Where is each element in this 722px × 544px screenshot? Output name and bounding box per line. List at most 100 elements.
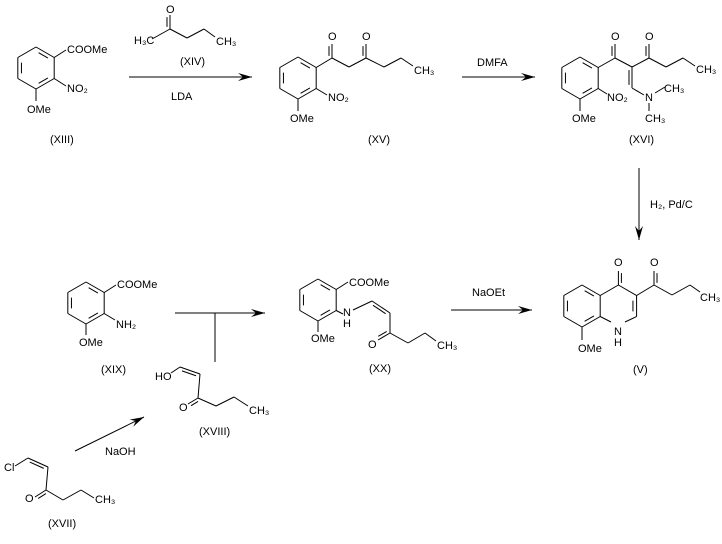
aromatic-bond: [584, 315, 595, 322]
ring-bond: [67, 313, 87, 325]
ring-bond: [581, 316, 601, 328]
compound-v: O O CH₃ N H OMe (V): [578, 257, 720, 376]
oxygen-atom: O: [179, 402, 188, 414]
arrowhead-icon: [521, 73, 535, 81]
oxygen-atom: O: [362, 31, 371, 43]
bond: [653, 284, 673, 296]
nitro-group: NO₂: [607, 92, 628, 104]
double-bond: [378, 331, 387, 337]
ring-bond: [581, 284, 601, 296]
ring-bond: [563, 284, 583, 296]
arrowhead-icon: [238, 73, 252, 81]
aromatic-bond: [38, 77, 49, 84]
bond: [197, 397, 217, 407]
arrow-layer: [74, 73, 643, 452]
amine-group: NH₂: [116, 319, 136, 331]
bond: [170, 366, 181, 374]
methyl-group: CH₃: [700, 292, 720, 304]
compound-label: (XIV): [180, 56, 205, 68]
bond: [597, 88, 608, 95]
bond: [45, 489, 64, 501]
bond: [682, 57, 696, 67]
methoxy-group: OMe: [578, 343, 602, 355]
ring-bond: [317, 278, 337, 290]
oxygen-atom: O: [166, 4, 175, 16]
ring-bond: [85, 281, 105, 293]
bond: [62, 489, 82, 501]
double-bond: [37, 493, 47, 499]
compound-xv: O O CH₃ NO₂ OMe (XV): [290, 31, 434, 146]
double-bond: [181, 370, 197, 377]
ring-bond: [17, 46, 37, 58]
methyl-group: CH₃: [437, 340, 457, 352]
methyl-group: CH₃: [95, 494, 115, 506]
oxygen-atom: O: [368, 339, 377, 351]
ring-bond: [579, 56, 599, 68]
methoxy-group: OMe: [27, 104, 51, 116]
bond: [631, 57, 650, 68]
bond: [203, 28, 216, 38]
bond: [103, 313, 116, 321]
compound-xiv: H₃C O CH₃ (XIV): [134, 4, 236, 68]
nitrogen-atom: N: [614, 326, 622, 338]
bond: [389, 332, 409, 344]
reagent-label: H₂, Pd/C: [650, 199, 693, 211]
reagent-label: DMFA: [477, 57, 508, 69]
methoxy-group: OMe: [572, 113, 596, 125]
ring-bond: [85, 313, 105, 325]
compound-label: (XVI): [629, 134, 654, 146]
compound-xvii: Cl O CH₃ (XVII): [4, 462, 115, 530]
compound-label: (XIX): [101, 364, 126, 376]
aromatic-bond: [300, 62, 311, 69]
bond: [27, 457, 49, 468]
ring-bond: [563, 316, 583, 328]
bond: [80, 489, 95, 499]
compound-label: (XX): [369, 363, 391, 375]
hydrogen-atom: H: [343, 318, 351, 330]
compound-label: (XIII): [50, 134, 74, 146]
bond: [45, 466, 49, 491]
bond: [352, 300, 373, 311]
bond: [365, 57, 385, 68]
arrowhead-icon: [129, 417, 144, 427]
ring-bond: [618, 284, 637, 296]
compound-xx: COOMe N H OMe O CH₃ (XX): [311, 277, 457, 375]
bond: [331, 57, 350, 68]
bond-layer: [14, 15, 701, 501]
aromatic-bond: [300, 87, 311, 94]
ring-bond: [279, 88, 299, 100]
bond: [34, 489, 47, 498]
double-bond: [190, 401, 199, 407]
bond: [103, 284, 117, 293]
bond: [636, 284, 655, 296]
ring-bond: [579, 88, 599, 100]
compound-label: (XVIII): [199, 426, 230, 438]
bond: [233, 396, 249, 407]
arrowhead-icon: [251, 309, 265, 317]
bond: [53, 49, 67, 58]
oxygen-atom: O: [645, 31, 654, 43]
bond: [614, 57, 633, 68]
double-bond: [29, 461, 44, 469]
reagent-label: NaOEt: [472, 287, 505, 299]
bond: [187, 397, 199, 405]
oxygen-atom: O: [611, 31, 620, 43]
double-bond: [372, 304, 386, 315]
reagent-label: LDA: [171, 91, 193, 103]
methyl-group: CH₃: [216, 36, 236, 48]
nitro-group: NO₂: [328, 92, 349, 104]
bond: [179, 366, 201, 375]
oxygen-atom: O: [25, 493, 34, 505]
methyl-group: CH₃: [249, 405, 269, 417]
methyl-group: CH₃: [696, 64, 716, 76]
bond: [151, 28, 171, 40]
methoxy-group: OMe: [79, 337, 103, 349]
compound-xiii: COOMe NO₂ OMe (XIII): [27, 44, 107, 146]
nitro-group: NO₂: [67, 83, 88, 95]
oxygen-atom: O: [614, 257, 623, 269]
bond: [689, 284, 701, 293]
ring-bond: [299, 278, 319, 290]
ring-bond: [599, 284, 619, 296]
bond: [335, 310, 344, 315]
bond: [599, 316, 612, 323]
